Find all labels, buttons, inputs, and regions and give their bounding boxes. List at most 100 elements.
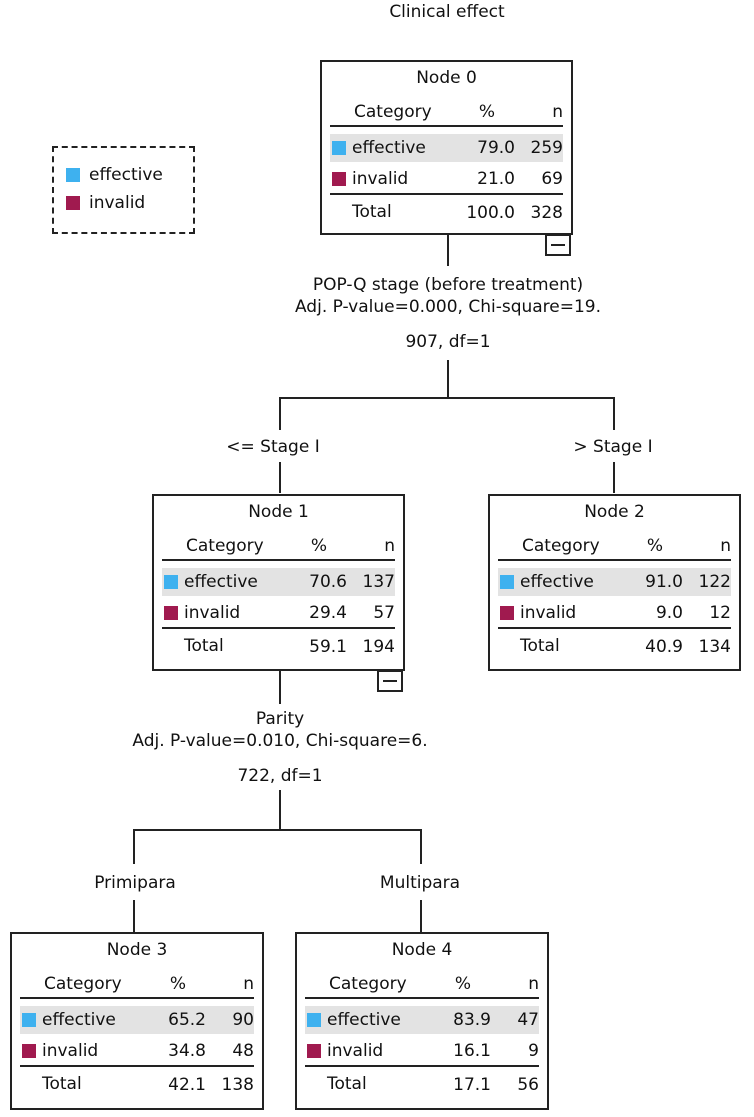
header-percent: %	[310, 536, 327, 556]
edge	[279, 397, 615, 399]
header-category: Category	[354, 102, 432, 122]
header-percent: %	[646, 536, 663, 556]
percent-invalid: 29.4	[309, 603, 347, 623]
edge	[133, 900, 135, 932]
split-label: Parity Adj. P-value=0.010, Chi-square=6.…	[30, 708, 530, 787]
branch-label: Multipara	[379, 873, 461, 893]
n-total: 194	[362, 637, 395, 657]
category-label: effective	[352, 138, 426, 158]
legend-label: invalid	[89, 193, 146, 213]
edge	[447, 360, 449, 398]
split-variable: Parity	[255, 709, 305, 729]
percent-total: 40.9	[645, 637, 683, 657]
split-statistic: 722, df=1	[237, 766, 323, 786]
category-label: effective	[327, 1010, 401, 1030]
category-label: invalid	[327, 1041, 384, 1061]
node-title: Node 0	[416, 68, 477, 88]
category-invalid: invalid	[332, 167, 408, 191]
header-category: Category	[329, 974, 407, 994]
edge	[420, 829, 422, 864]
percent-total: 100.0	[466, 203, 515, 223]
n-invalid: 69	[541, 169, 563, 189]
percent-total: 42.1	[168, 1075, 206, 1095]
edge	[133, 829, 135, 864]
tree-node-0[interactable]: Node 0 Category % n effective 79.0 259 i…	[320, 60, 573, 235]
total-label: Total	[520, 636, 560, 656]
edge	[420, 900, 422, 932]
header-n: n	[552, 102, 563, 122]
split-statistic: Adj. P-value=0.000, Chi-square=19.	[294, 297, 602, 317]
category-label: invalid	[352, 169, 409, 189]
percent-invalid: 16.1	[453, 1041, 491, 1061]
percent-effective: 65.2	[168, 1010, 206, 1030]
effective-row-highlight	[330, 134, 563, 162]
n-invalid: 12	[709, 603, 731, 623]
header-n: n	[384, 536, 395, 556]
invalid-swatch-icon	[332, 172, 346, 186]
percent-effective: 91.0	[645, 572, 683, 592]
split-variable: POP-Q stage (before treatment)	[312, 275, 584, 295]
tree-node-1[interactable]: Node 1 Category % n effective 70.6 137 i…	[152, 494, 405, 671]
tree-title: Clinical effect	[389, 2, 505, 22]
n-total: 56	[517, 1075, 539, 1095]
effective-swatch-icon	[307, 1013, 321, 1027]
header-category: Category	[44, 974, 122, 994]
legend-label: effective	[89, 165, 163, 185]
percent-invalid: 21.0	[477, 169, 515, 189]
n-total: 134	[698, 637, 731, 657]
category-label: invalid	[42, 1041, 99, 1061]
collapse-node-1-button[interactable]	[377, 670, 403, 692]
total-divider	[330, 193, 563, 195]
total-label: Total	[327, 1074, 367, 1094]
tree-node-3[interactable]: Node 3 Category % n effective 65.2 90 in…	[10, 932, 264, 1110]
tree-node-4[interactable]: Node 4 Category % n effective 83.9 47 in…	[295, 932, 549, 1110]
category-invalid: invalid	[164, 601, 240, 625]
n-effective: 47	[517, 1010, 539, 1030]
n-total: 328	[530, 203, 563, 223]
category-effective: effective	[164, 570, 258, 594]
percent-effective: 79.0	[477, 138, 515, 158]
branch-label: <= Stage Ⅰ	[226, 437, 320, 457]
total-label: Total	[42, 1074, 82, 1094]
node-title: Node 1	[248, 502, 309, 522]
total-divider	[20, 1065, 254, 1067]
category-effective: effective	[500, 570, 594, 594]
category-label: effective	[42, 1010, 116, 1030]
category-effective: effective	[332, 136, 426, 160]
effective-row-highlight	[305, 1006, 539, 1034]
split-statistic: 907, df=1	[405, 332, 491, 352]
effective-swatch-icon	[332, 141, 346, 155]
header-category: Category	[522, 536, 600, 556]
invalid-swatch-icon	[500, 606, 514, 620]
header-n: n	[720, 536, 731, 556]
invalid-swatch-icon	[66, 196, 80, 210]
tree-node-2[interactable]: Node 2 Category % n effective 91.0 122 i…	[488, 494, 741, 671]
header-divider	[20, 997, 254, 999]
node-title: Node 3	[106, 940, 168, 960]
invalid-swatch-icon	[164, 606, 178, 620]
total-label: Total	[352, 202, 392, 222]
legend: effective invalid	[52, 146, 195, 234]
edge	[279, 397, 281, 430]
edge	[613, 397, 615, 430]
total-divider	[305, 1065, 539, 1067]
header-category: Category	[186, 536, 264, 556]
effective-row-highlight	[20, 1006, 254, 1034]
branch-label: Primipara	[94, 873, 176, 893]
edge	[133, 829, 422, 831]
header-n: n	[243, 974, 254, 994]
header-divider	[162, 559, 395, 561]
header-percent: %	[454, 974, 471, 994]
header-n: n	[528, 974, 539, 994]
n-effective: 137	[362, 572, 395, 592]
n-invalid: 9	[528, 1041, 539, 1061]
category-effective: effective	[22, 1008, 116, 1032]
total-divider	[162, 627, 395, 629]
n-effective: 122	[698, 572, 731, 592]
percent-effective: 70.6	[309, 572, 347, 592]
legend-item-effective: effective	[66, 161, 193, 189]
effective-row-highlight	[162, 568, 395, 596]
effective-swatch-icon	[164, 575, 178, 589]
header-percent: %	[478, 102, 495, 122]
collapse-node-0-button[interactable]	[545, 234, 571, 256]
